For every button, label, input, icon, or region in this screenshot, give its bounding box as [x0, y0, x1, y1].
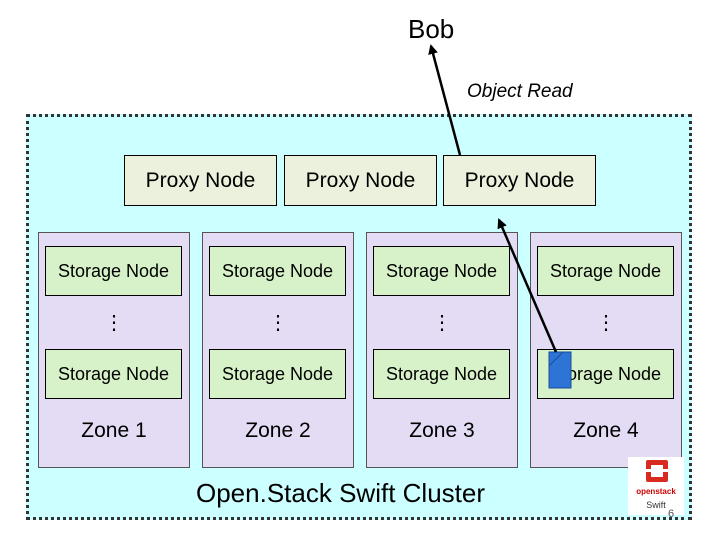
zone-3-storage-node-bottom: Storage Node — [373, 349, 510, 399]
zone-1-ellipsis: ⋮ — [104, 312, 124, 334]
zone-4-label: Zone 4 — [573, 419, 639, 442]
zone-4-storage-node-top: Storage Node — [537, 246, 674, 296]
zone-1-storage-node-top: Storage Node — [45, 246, 182, 296]
page-number: 6 — [668, 508, 675, 520]
zone-3-storage-node-top: Storage Node — [373, 246, 510, 296]
proxy-node-3: Proxy Node — [443, 155, 596, 206]
arrow-proxy-to-bob — [428, 44, 462, 156]
zone-3-ellipsis: ⋮ — [432, 312, 452, 334]
zone-3-label: Zone 3 — [409, 419, 475, 442]
stored-object-icon — [548, 351, 572, 389]
proxy-node-2: Proxy Node — [284, 155, 437, 206]
zone-2-storage-node-bottom: Storage Node — [209, 349, 346, 399]
user-bob-label: Bob — [408, 14, 455, 44]
zone-2-label: Zone 2 — [245, 419, 311, 442]
zone-2-ellipsis: ⋮ — [268, 312, 288, 334]
openstack-logo-icon — [644, 460, 670, 482]
logo-swift-text: Swift — [646, 500, 666, 510]
zone-1-storage-node-bottom: Storage Node — [45, 349, 182, 399]
logo-openstack-text: openstack — [636, 487, 676, 496]
openstack-swift-logo: openstack Swift — [628, 457, 684, 515]
zone-1-label: Zone 1 — [81, 419, 147, 442]
arrow-storage-to-proxy — [497, 218, 558, 353]
object-read-label: Object Read — [467, 81, 573, 102]
cluster-title: Open.Stack Swift Cluster — [196, 478, 485, 508]
zone-4-ellipsis: ⋮ — [596, 312, 616, 334]
zone-2-storage-node-top: Storage Node — [209, 246, 346, 296]
proxy-node-1: Proxy Node — [124, 155, 277, 206]
